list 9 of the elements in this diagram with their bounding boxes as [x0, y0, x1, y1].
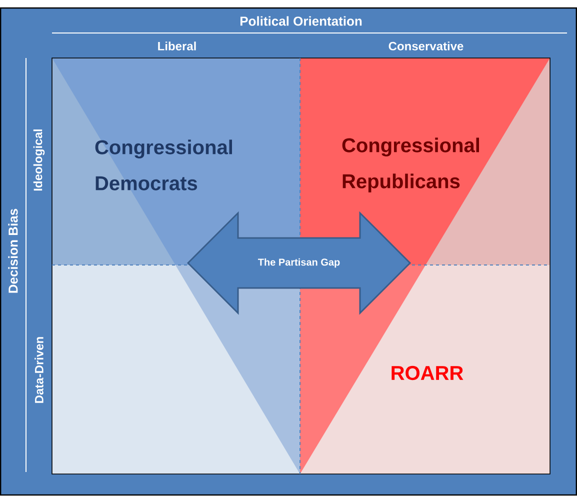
quadrant-label: ROARR — [392, 366, 464, 380]
row-heading: Data-Driven — [34, 337, 44, 403]
quadrant-label: Congressional Democrats — [95, 140, 232, 190]
axis-title: Decision Bias — [8, 208, 18, 293]
column-heading: Liberal — [158, 42, 196, 50]
row-heading: Ideological — [33, 130, 45, 191]
column-heading: Conservative — [388, 42, 464, 50]
axis-title: Political Orientation — [240, 16, 362, 26]
quadrant-label: Congressional Republicans — [342, 138, 479, 192]
